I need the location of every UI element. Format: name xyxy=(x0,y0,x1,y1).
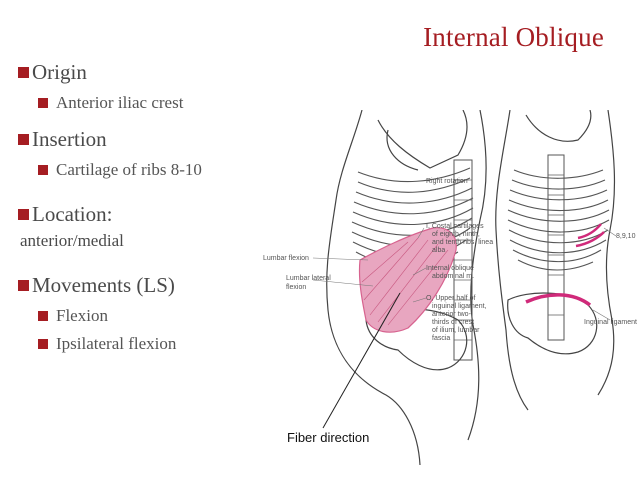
right-ribs xyxy=(507,169,610,271)
right-vertebrae xyxy=(548,174,564,316)
label-insertion-4: alba xyxy=(432,247,445,254)
bullet-insertion: Insertion Cartilage of ribs 8-10 xyxy=(18,127,318,180)
bullet-square-icon xyxy=(38,311,48,321)
label-lumbar-lateral-flexion: flexion xyxy=(286,284,306,291)
label-right-rotation: Right rotation xyxy=(426,178,468,185)
right-callout-lines xyxy=(592,227,617,321)
bullet-square-icon xyxy=(18,67,29,78)
bullet-origin: Origin Anterior iliac crest xyxy=(18,60,318,113)
label-origin-2: inguinal ligament, xyxy=(432,303,487,310)
bullet-label: Insertion xyxy=(32,127,107,151)
slide-title: Internal Oblique xyxy=(423,22,604,52)
sub-bullet-label: Ipsilateral flexion xyxy=(56,334,177,353)
bullet-square-icon xyxy=(18,209,29,220)
bullet-square-icon xyxy=(38,98,48,108)
bullet-square-icon xyxy=(18,134,29,145)
bullet-location: Location: anterior/medial xyxy=(18,202,318,251)
muscle-fibers xyxy=(361,237,449,326)
iliac-crest-highlight xyxy=(525,293,592,307)
bullet-movements: Movements (LS) Flexion Ipsilateral flexi… xyxy=(18,273,318,354)
sub-bullet-label: Flexion xyxy=(56,306,108,325)
internal-oblique-muscle xyxy=(358,227,457,333)
bullet-square-icon xyxy=(38,165,48,175)
bullet-label: Location: xyxy=(32,202,113,226)
right-spine xyxy=(547,154,565,341)
label-muscle-1: Internal oblique xyxy=(426,265,474,272)
costal-cartilage-highlight xyxy=(575,223,605,248)
label-lumbar-flexion: Lumbar flexion xyxy=(263,255,309,262)
bullet-label: Origin xyxy=(32,60,87,84)
sub-bullet-label: Cartilage of ribs 8-10 xyxy=(56,160,202,179)
label-lumbar-lateral: Lumbar lateral xyxy=(286,275,331,282)
label-insertion-1: I, Costal cartilages xyxy=(426,223,484,230)
label-muscle-2: abdominal m. xyxy=(432,273,474,280)
sub-bullet-label: Anterior iliac crest xyxy=(56,93,184,112)
bullet-label: Movements (LS) xyxy=(32,273,175,297)
fiber-direction-pointer xyxy=(322,292,401,429)
label-insertion-3: and tenth ribs, linea xyxy=(432,239,493,246)
bullet-square-icon xyxy=(38,339,48,349)
label-ribs: 8,9,10 xyxy=(616,233,636,240)
label-insertion-2: of eighth, ninth, xyxy=(432,231,480,238)
label-origin-5: of ilium, lumbar xyxy=(432,327,480,334)
left-callout-lines xyxy=(312,227,427,303)
label-origin-6: fascia xyxy=(432,335,450,342)
label-origin-4: thirds of crest xyxy=(432,319,474,326)
anatomy-illustration: Lumbar flexion Lumbar lateral flexion Ri… xyxy=(263,110,637,466)
bullet-list: Origin Anterior iliac crest Insertion Ca… xyxy=(18,60,318,354)
label-origin-1: O, Upper half of xyxy=(426,295,475,302)
fiber-direction-caption: Fiber direction xyxy=(287,430,370,445)
label-inguinal-ligament: Inguinal ligament xyxy=(584,319,637,326)
left-vertebrae xyxy=(454,179,472,341)
bullet-square-icon xyxy=(18,280,29,291)
right-torso xyxy=(495,110,616,411)
bullet-continuation: anterior/medial xyxy=(20,231,124,250)
label-origin-3: anterior two- xyxy=(432,311,472,318)
